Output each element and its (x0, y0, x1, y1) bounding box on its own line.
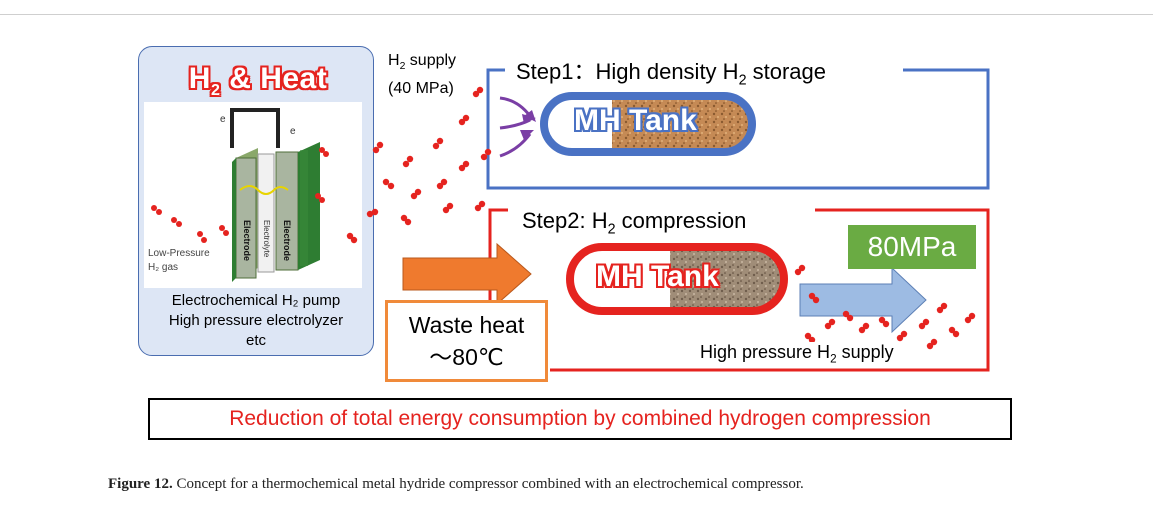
step1-title: Step1：High density H2 storage (510, 54, 833, 89)
circuit-wire (230, 108, 280, 148)
step2-mh-tank (566, 243, 788, 315)
conclusion-banner: Reduction of total energy consumption by… (148, 398, 1012, 440)
high-pressure-supply-label: High pressure H2 supply (700, 342, 894, 366)
step1-box (486, 68, 990, 190)
heat-source-caption: Electrochemical H₂ pump High pressure el… (168, 292, 344, 349)
step1-tank-label: MH Tank (574, 104, 697, 137)
step1-mh-tank (540, 92, 756, 156)
h2-supply-label: H2 supply (40 MPa) (388, 52, 457, 98)
proton-path (239, 185, 289, 195)
electrode-right-label: Electrode (282, 220, 292, 261)
svg-text:e: e (290, 126, 296, 137)
high-pressure-arrow (799, 266, 927, 334)
waste-heat-arrow (402, 242, 532, 306)
waste-heat-box: Waste heat ～80℃ (385, 300, 548, 382)
inflow-arrowheads (520, 110, 536, 140)
svg-text:H₂ gas: H₂ gas (148, 262, 178, 273)
electrochemical-cell-illustration: e e Electrode Electrolyte Electrode Low-… (144, 102, 362, 288)
electrolyte-label: Electrolyte (262, 220, 271, 258)
cell-layers (232, 142, 320, 282)
low-pressure-label: Low-Pressure (148, 248, 210, 259)
step2-title: Step2: H2 compression (516, 208, 753, 238)
flow-molecules (346, 86, 492, 244)
figure-frame (0, 14, 1153, 511)
molecules-in-cell (151, 147, 329, 243)
figure-caption: Figure 12. Concept for a thermochemical … (108, 476, 804, 492)
output-molecules (794, 264, 976, 350)
pressure-badge: 80MPa (848, 225, 976, 269)
step2-tank-label: MH Tank (596, 260, 719, 293)
inflow-arrows (499, 96, 532, 158)
electrode-left-label: Electrode (242, 220, 252, 261)
svg-text:e: e (220, 114, 226, 125)
